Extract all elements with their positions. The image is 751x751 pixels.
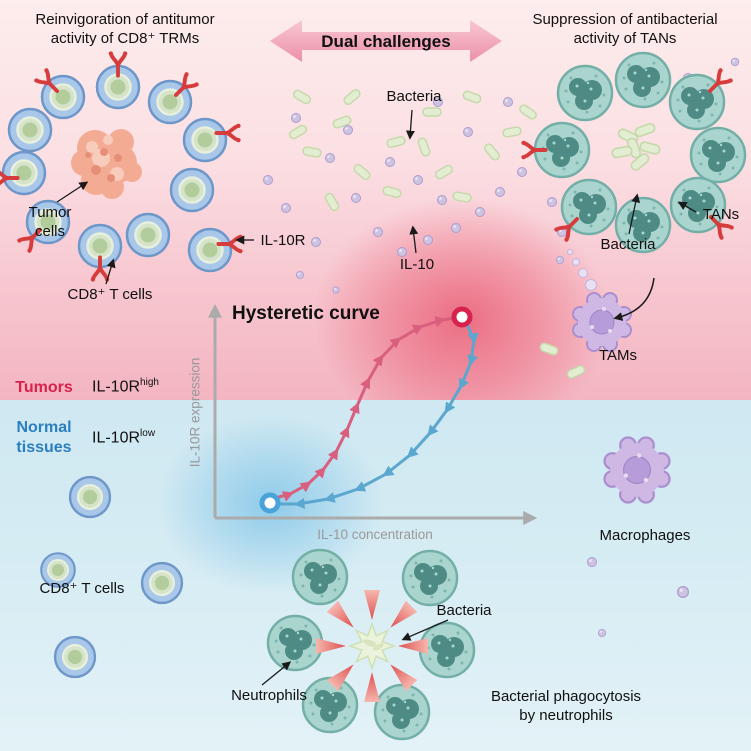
title-right-line2: activity of TANs	[573, 29, 677, 47]
bacterium-icon	[416, 136, 432, 158]
tam-group	[567, 249, 655, 352]
tumor-cd8-cluster	[0, 49, 245, 284]
bacterium-icon	[451, 190, 473, 204]
il10r-low-label: IL-10Rlow	[92, 428, 156, 447]
phagocytosis-label: Bacterial phagocytosis by neutrophils	[490, 688, 642, 724]
bacteria-bottom-pointer	[401, 619, 449, 641]
falling-branch	[274, 321, 479, 509]
hysteresis-plot	[208, 303, 538, 525]
tumor-mass	[71, 129, 142, 199]
cd8-t-cell-icon	[140, 561, 184, 605]
neutrophil-icon	[373, 683, 431, 741]
cd8-t-cell-icon	[187, 227, 233, 273]
bacterium-icon	[501, 125, 523, 139]
bacterium-icon	[517, 102, 539, 122]
tumor-cells-pointer	[56, 181, 89, 203]
bacterium-icon	[381, 185, 403, 199]
normal-cd8-cells	[40, 475, 184, 679]
cd8-pointer	[105, 258, 116, 285]
tan-cell-icon	[689, 126, 747, 184]
bacteria-right-pointer	[628, 193, 641, 235]
y-axis-label: IL-10R expression	[187, 357, 203, 468]
tam-cell-icon	[572, 292, 632, 352]
il10-molecules	[263, 57, 740, 637]
il10-label: IL-10	[399, 256, 435, 273]
bacteria-top-pointer	[405, 109, 415, 140]
bacterium-icon	[385, 135, 407, 149]
bacteria-top-label: Bacteria	[386, 88, 442, 105]
cd8-t-cell-icon	[169, 167, 215, 213]
bacteria-bottom-label: Bacteria	[436, 602, 492, 619]
il10r-label: IL-10R	[260, 232, 306, 249]
title-left-line1: Reinvigoration of antitumor	[35, 11, 215, 28]
neutrophil-icon	[266, 614, 324, 672]
engulfed-bacteria-icon	[349, 623, 395, 669]
title-right: Suppression of antibacterial activity of…	[508, 11, 742, 49]
tan-cell-icon	[614, 51, 672, 109]
neutrophil-icon	[291, 548, 349, 606]
x-axis-label: IL-10 concentration	[317, 527, 433, 542]
tumors-label: Tumors	[15, 379, 73, 396]
pointer-arrows	[56, 109, 697, 686]
title-left: Reinvigoration of antitumor activity of …	[10, 11, 240, 49]
bacterium-icon	[482, 141, 502, 163]
high-state-marker	[451, 306, 473, 328]
title-right-line1: Suppression of antibacterial	[532, 11, 718, 28]
chart-title: Hysteretic curve	[232, 303, 380, 324]
bacterium-icon	[351, 162, 373, 182]
bacterium-icon	[422, 107, 442, 117]
tams-label: TAMs	[598, 347, 638, 364]
cd8-t-cell-icon	[182, 117, 228, 163]
dual-challenges-label: Dual challenges	[321, 32, 451, 51]
dual-challenges-arrow	[270, 20, 502, 62]
cd8-bottom-label: CD8⁺ T cells	[39, 580, 125, 597]
bacterium-icon	[323, 191, 341, 213]
cd8-top-label: CD8⁺ T cells	[67, 286, 153, 303]
bacterium-icon	[538, 341, 560, 357]
macrophages-label: Macrophages	[599, 527, 691, 544]
bacterium-icon	[341, 87, 363, 107]
cd8-t-cell-icon	[1, 150, 47, 196]
bacterium-icon	[287, 123, 309, 141]
title-left-line2: activity of CD8⁺ TRMs	[50, 29, 200, 47]
bacterium-icon	[301, 145, 323, 159]
rising-branch	[267, 315, 463, 502]
tan-cell-icon	[556, 64, 614, 122]
neutrophil-cluster	[266, 548, 476, 741]
cd8-t-cell-icon	[7, 107, 53, 153]
cd8-t-cell-icon	[125, 212, 171, 258]
il10-pointer	[409, 225, 419, 254]
tans-label: TANs	[702, 206, 740, 223]
neutrophil-icon	[401, 549, 459, 607]
bacterium-icon	[433, 163, 455, 181]
neutrophils-pointer	[261, 661, 292, 686]
low-state-marker	[259, 492, 281, 514]
bacteria-right-label: Bacteria	[600, 236, 656, 253]
neutrophil-icon	[418, 621, 476, 679]
normal-tissues-label: Normal tissues	[16, 419, 72, 456]
bacterium-icon	[291, 88, 313, 106]
tumor-cells-label: Tumor cells	[28, 204, 72, 240]
il10r-high-label: IL-10Rhigh	[92, 377, 159, 396]
bacterium-icon	[461, 89, 483, 105]
neutrophils-label: Neutrophils	[231, 687, 307, 704]
bacterium-icon	[565, 363, 587, 381]
bacteria-core	[610, 121, 662, 173]
macrophage-icon	[603, 436, 671, 504]
uptake-arrow	[613, 277, 655, 321]
cd8-t-cell-icon	[68, 475, 112, 519]
cd8-t-cell-icon	[53, 635, 97, 679]
tans-pointer	[677, 201, 697, 213]
